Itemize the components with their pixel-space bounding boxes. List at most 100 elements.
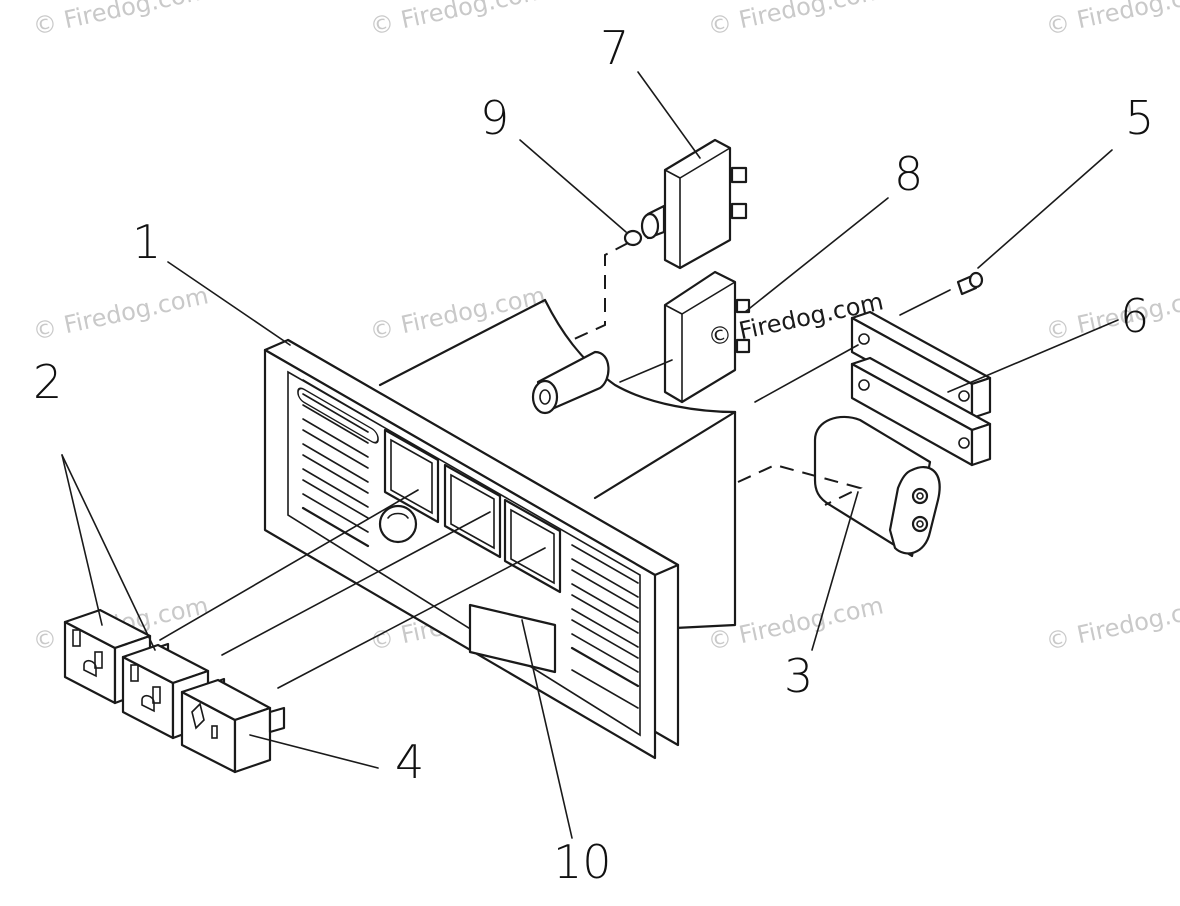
housing-right-edge	[673, 410, 737, 630]
housing-box	[378, 298, 737, 630]
bracket-hole	[958, 437, 970, 449]
watermark-text: © Firedog.com	[705, 0, 885, 41]
leader-line-4	[249, 734, 379, 769]
receptacle-slot	[152, 686, 161, 704]
outlet-window	[503, 498, 562, 594]
bushing-end	[531, 379, 559, 415]
capacitor-terminal	[911, 515, 929, 533]
bracket-hole	[858, 333, 870, 345]
capacitor-terminal-center	[916, 520, 924, 528]
leader-line-2	[61, 454, 156, 651]
callout-10: 10	[553, 835, 612, 889]
capacitor-part-3	[813, 415, 941, 558]
callout-9: 9	[480, 91, 509, 145]
watermark-text: © Firedog.com	[367, 0, 547, 41]
receptacle-slot	[72, 629, 81, 647]
front-panel-part-1	[263, 338, 680, 760]
receptacle-side	[233, 706, 272, 774]
assembly-line	[619, 359, 673, 383]
receptacle-part-4	[180, 678, 286, 774]
leader-line-5	[977, 149, 1113, 269]
receptacle-ground	[83, 659, 97, 678]
vent-slot	[302, 404, 369, 458]
callout-numbers: 1 2 3 4 5 6 7 8 9 10	[33, 21, 1154, 889]
module-terminal	[735, 298, 751, 314]
module-terminal	[735, 338, 751, 354]
outlet-window-inner	[390, 438, 433, 515]
callout-5: 5	[1125, 91, 1154, 145]
watermark-text: © Firedog.com	[705, 591, 885, 656]
leader-line-6	[947, 319, 1119, 393]
assembly-line	[221, 511, 491, 656]
leader-line-1	[167, 261, 291, 346]
callout-3: 3	[784, 649, 813, 703]
vent-slot	[571, 669, 639, 709]
leader-line-8	[744, 197, 889, 313]
leader-lines	[61, 71, 1119, 839]
vent-slot	[571, 619, 639, 673]
module-edges	[664, 281, 736, 403]
assembly-line	[159, 489, 419, 641]
outlet-window-inner	[510, 508, 555, 585]
assembly-line	[754, 344, 859, 403]
breaker-knob-highlight	[387, 512, 409, 519]
switch-edges	[664, 147, 731, 269]
leader-line-9	[519, 139, 627, 233]
vent-slot	[571, 569, 639, 623]
bushing	[531, 350, 610, 415]
screw-part-5	[956, 271, 984, 296]
callout-1: 1	[132, 215, 161, 269]
left-vent-slots	[297, 387, 379, 444]
dashed-assembly-line	[571, 242, 629, 341]
callout-6: 6	[1120, 289, 1149, 343]
assembly-lines	[159, 242, 951, 689]
receptacle-tab	[268, 706, 286, 734]
vent-slot	[301, 506, 370, 548]
vent-slot	[302, 454, 369, 508]
switch-body	[663, 138, 732, 270]
dashed-assembly-line	[737, 463, 863, 506]
assembly-line	[277, 547, 546, 689]
switch-terminal	[730, 166, 748, 184]
capacitor-terminal	[911, 487, 929, 505]
receptacle-slot	[211, 725, 218, 739]
brackets-part-6	[850, 310, 992, 467]
switch-terminal	[730, 202, 748, 220]
callout-4: 4	[395, 735, 424, 789]
breaker-knob	[378, 504, 418, 544]
watermark-text: © Firedog.com	[30, 281, 210, 346]
bracket-end	[970, 422, 992, 467]
bracket-hole	[858, 379, 870, 391]
module-part-8	[663, 270, 751, 404]
bushing-hole	[539, 389, 551, 405]
receptacle-slot	[191, 702, 205, 730]
watermark-text: © Firedog.com	[1043, 591, 1180, 656]
leader-line-7	[637, 71, 701, 159]
nut-part-9	[623, 229, 643, 247]
callout-7: 7	[600, 21, 629, 75]
vent-slot	[571, 544, 639, 598]
assembly-line	[899, 289, 951, 316]
label-plate-part-10	[468, 603, 557, 674]
capacitor-end-cap	[888, 466, 941, 555]
leader-line-10	[521, 619, 573, 839]
housing-top-edge	[378, 298, 547, 387]
bracket-hole	[958, 390, 970, 402]
panel-front-face	[263, 348, 657, 760]
vent-slot	[571, 594, 639, 648]
bracket-end	[970, 376, 992, 420]
switch-part-7	[640, 138, 748, 270]
housing-inner-edge	[593, 410, 737, 500]
outlet-window-inner	[450, 473, 495, 550]
leader-line-3	[811, 491, 859, 651]
receptacle-slot	[130, 664, 139, 682]
watermark-text: © Firedog.com	[1043, 281, 1180, 346]
housing-curved-edge	[543, 298, 737, 414]
callout-2: 2	[33, 355, 62, 409]
callout-8: 8	[894, 147, 923, 201]
switch-stem-end	[640, 212, 660, 240]
receptacle-ground	[141, 694, 155, 713]
capacitor-terminal-center	[916, 492, 924, 500]
